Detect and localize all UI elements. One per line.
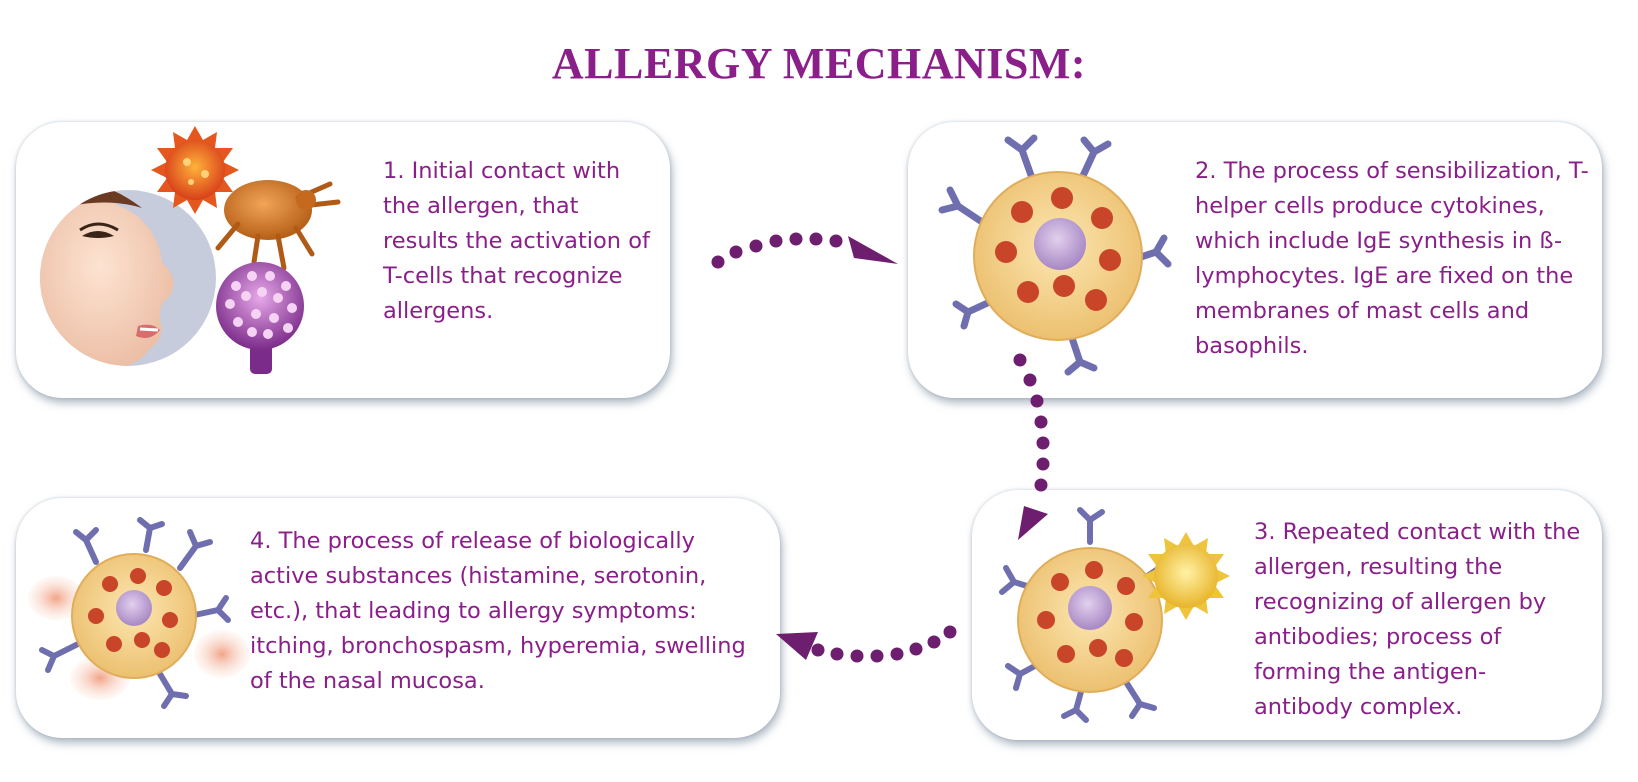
mold-spore-icon: [216, 262, 304, 374]
step-1-text: 1. Initial contact with the allergen, th…: [383, 158, 650, 324]
step-2-text: 2. The process of sensibilization, T-hel…: [1195, 158, 1589, 359]
page-title: ALLERGY MECHANISM:: [551, 39, 1087, 88]
pollen-grain-icon: [151, 126, 239, 214]
step-4-text: 4. The process of release of biologicall…: [250, 528, 746, 694]
arrow-step1-to-step2: [711, 232, 898, 269]
arrow-step2-to-step3: [1013, 353, 1050, 540]
step-2-mast-cell-icon: [938, 134, 1172, 376]
step-4-degranulation-icon: [28, 517, 250, 709]
arrow-step3-to-step4: [776, 625, 957, 663]
step-3-antigen-antibody-icon: [999, 507, 1230, 723]
step-3-text: 3. Repeated contact with the allergen, r…: [1254, 519, 1581, 720]
step-1-illustration: [40, 126, 341, 374]
child-face-icon: [40, 190, 216, 366]
dust-mite-icon: [215, 180, 341, 271]
